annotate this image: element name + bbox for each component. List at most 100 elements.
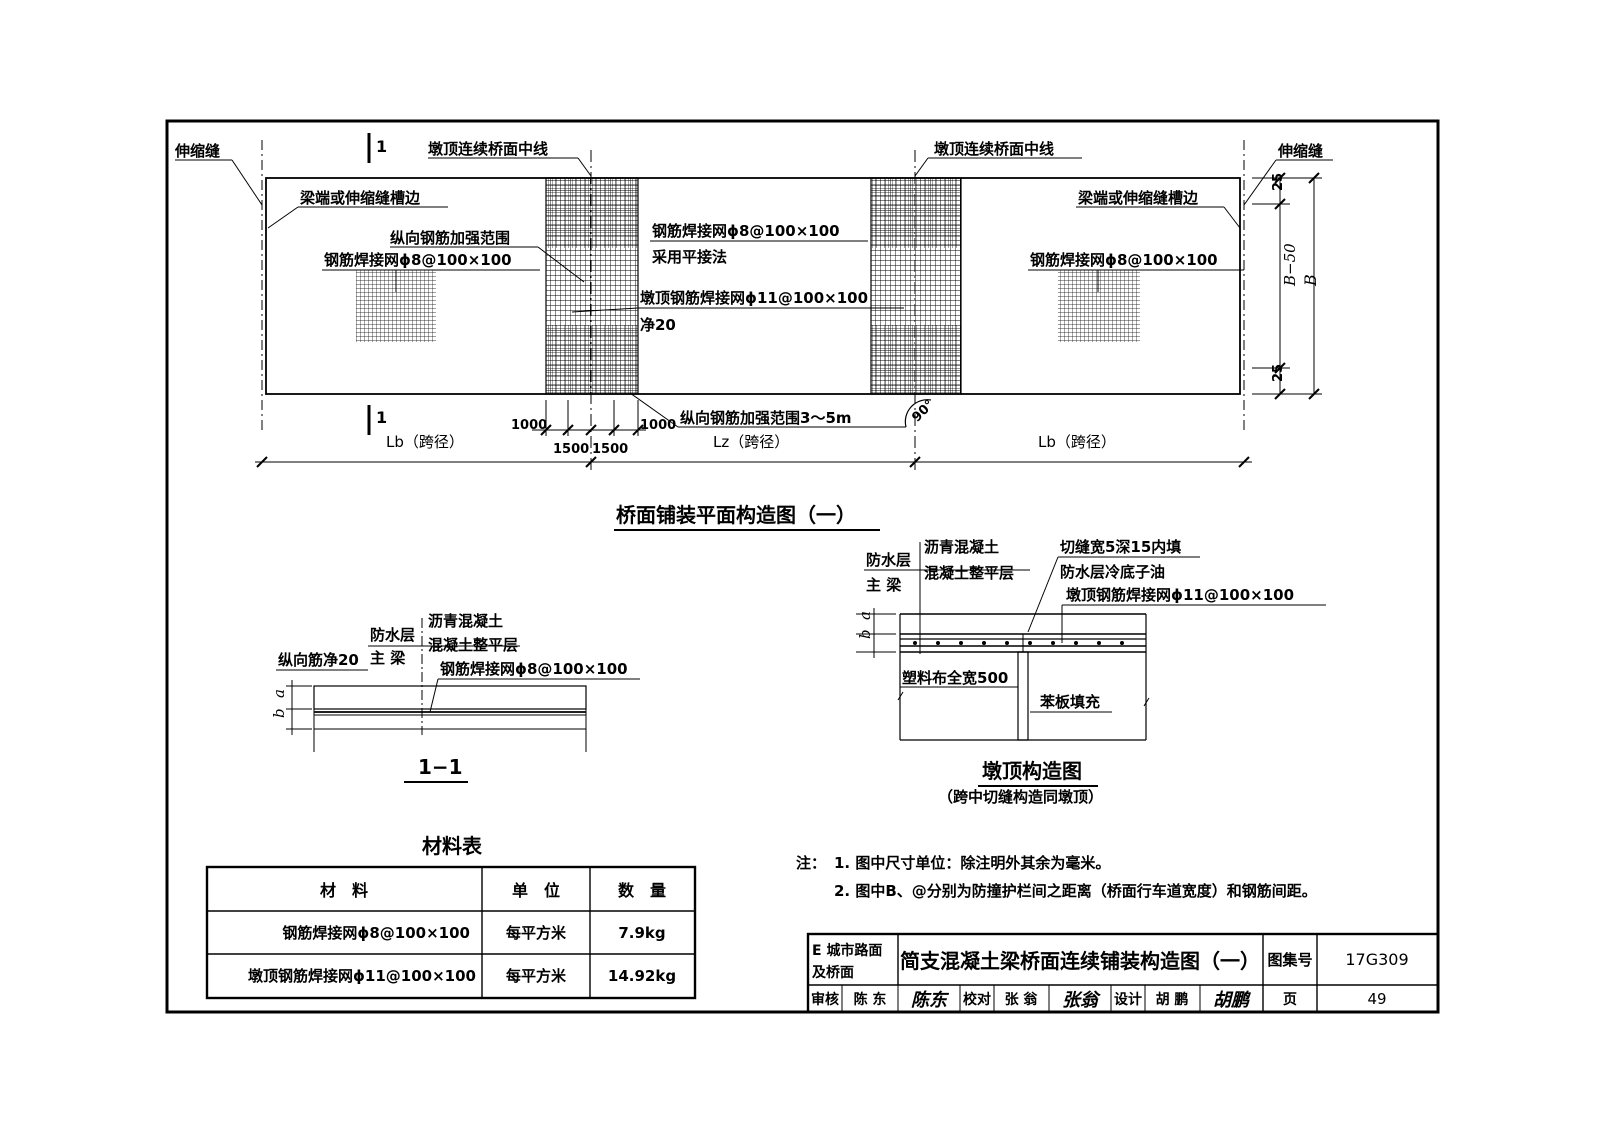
section-mark-top: 1 [376, 137, 387, 156]
dim-1000-left: 1000 [511, 418, 547, 433]
page-number: 49 [1367, 990, 1386, 1008]
section-dim-b: b [270, 708, 288, 718]
section-leveling-label: 混凝土整平层 [428, 636, 518, 654]
material-row-2-qty: 14.92kg [608, 967, 676, 985]
section-long-rebar-label: 纵向筋净20 [278, 651, 359, 669]
angle-arc [904, 399, 932, 428]
material-header-name: 材 料 [320, 881, 368, 900]
atlas-number: 17G309 [1345, 950, 1408, 969]
section-waterproof-label: 防水层 [370, 626, 415, 644]
pier-mesh-11-label: 墩顶钢筋焊接网ϕ11@100×100 [640, 289, 868, 307]
design-label: 设计 [1114, 991, 1142, 1008]
section-mark-bottom: 1 [376, 408, 387, 427]
pier-dim-a: a [856, 611, 874, 620]
mesh-sample-right [1058, 270, 1140, 342]
section-1-1: a b 沥青混凝土 防水层 混凝土整平层 主 梁 纵向筋净20 钢筋焊接网ϕ8@… [270, 612, 640, 783]
pier-detail-subtitle: （跨中切缝构造同墩顶） [938, 788, 1103, 806]
designer-name: 胡 鹏 [1156, 991, 1189, 1008]
pier-zone-right-outline [870, 177, 962, 395]
pier-mesh-11-label: 墩顶钢筋焊接网ϕ11@100×100 [1066, 586, 1294, 604]
section-title: 1−1 [418, 755, 463, 779]
pier-centerline-label-left: 墩顶连续桥面中线 [428, 140, 548, 158]
dim-1500-b: 1500 [592, 442, 628, 457]
designer-signature: 胡鹏 [1213, 990, 1251, 1011]
atlas-label: 图集号 [1267, 951, 1312, 969]
reviewer-signature: 陈东 [911, 990, 950, 1011]
checker-signature: 张翁 [1062, 990, 1101, 1011]
pier-detail: a b 防水层 主 梁 沥青混凝土 混凝土整平层 切缝宽5深15内填 防水层冷底… [856, 538, 1326, 806]
section-dim-a: a [270, 689, 288, 698]
dim-25-bottom: 25 [1271, 364, 1286, 382]
pier-dim-b: b [856, 629, 874, 639]
clear-20-label: 净20 [640, 316, 676, 334]
section-mesh-8-label: 钢筋焊接网ϕ8@100×100 [440, 660, 628, 678]
span-left-label: Lb（跨径） [386, 433, 464, 451]
beam-layer [313, 714, 587, 730]
drawing-title: 简支混凝土梁桥面连续铺装构造图（一） [900, 949, 1260, 973]
notes-label: 注： [796, 854, 826, 872]
angle-90-label: 90° [909, 397, 937, 425]
pier-board-fill-label: 苯板填充 [1039, 693, 1100, 711]
review-label: 审核 [811, 991, 839, 1008]
pier-mesh-left-top [546, 178, 638, 248]
pier-asphalt-label: 沥青混凝土 [924, 538, 999, 556]
checker-name: 张 翁 [1005, 991, 1039, 1008]
pier-waterproof-oil-label: 防水层冷底子油 [1060, 563, 1165, 581]
pier-main-beam-label: 主 梁 [866, 576, 902, 594]
mesh-8-label-mid: 钢筋焊接网ϕ8@100×100 [652, 222, 840, 240]
notes: 注： 1. 图中尺寸单位：除注明外其余为毫米。 2. 图中B、@分别为防撞护栏间… [796, 854, 1317, 900]
lap-method-label: 采用平接法 [651, 248, 727, 266]
dim-b: B [1301, 274, 1320, 287]
pier-centerline-label-right: 墩顶连续桥面中线 [934, 140, 1054, 158]
reviewer-name: 陈 东 [854, 991, 887, 1008]
material-header-unit: 单 位 [512, 881, 560, 900]
material-row-1-unit: 每平方米 [506, 924, 567, 942]
category-line-2: 及桥面 [812, 964, 854, 981]
beam-end-label-left: 梁端或伸缩缝槽边 [299, 189, 421, 207]
mesh-8-label-right: 钢筋焊接网ϕ8@100×100 [1030, 251, 1218, 269]
deck-outline [265, 177, 1241, 395]
mesh-8-label-left: 钢筋焊接网ϕ8@100×100 [324, 251, 512, 269]
check-label: 校对 [963, 991, 991, 1008]
material-row-1-qty: 7.9kg [618, 924, 665, 942]
note-1: 1. 图中尺寸单位：除注明外其余为毫米。 [834, 854, 1110, 872]
pier-zone-left-outline [545, 177, 639, 395]
pier-leveling-label: 混凝土整平层 [924, 564, 1014, 582]
page-label: 页 [1283, 992, 1297, 1008]
span-mid-label: Lz（跨径） [713, 433, 789, 451]
sheet-frame [165, 119, 1440, 1014]
long-rebar-range-length-label: 纵向钢筋加强范围3～5m [680, 409, 852, 427]
pier-detail-title: 墩顶构造图 [982, 759, 1082, 783]
material-table: 材料表 材 料 单 位 数 量 钢筋焊接网ϕ8@100×100 每平方米 7.9… [205, 834, 697, 1000]
material-row-2-name: 墩顶钢筋焊接网ϕ11@100×100 [248, 967, 476, 985]
pier-waterproof-label: 防水层 [866, 551, 911, 569]
beam-end-label-right: 梁端或伸缩缝槽边 [1077, 189, 1199, 207]
dim-1500-a: 1500 [553, 442, 589, 457]
dim-1000-right: 1000 [640, 418, 676, 433]
section-main-beam-label: 主 梁 [370, 649, 406, 667]
long-rebar-range-label: 纵向钢筋加强范围 [390, 229, 510, 247]
category-line-1: E 城市路面 [812, 942, 882, 959]
pier-mesh-left-bottom [546, 325, 638, 394]
expansion-joint-label-left: 伸缩缝 [174, 142, 220, 160]
material-table-title: 材料表 [422, 834, 483, 858]
material-header-qty: 数 量 [618, 881, 666, 900]
foam-board [1017, 651, 1029, 741]
asphalt-layer [313, 685, 587, 710]
pier-mesh-right-bottom [871, 325, 961, 394]
span-right-label: Lb（跨径） [1038, 433, 1116, 451]
pier-mesh-right-top [871, 178, 961, 248]
material-row-1-name: 钢筋焊接网ϕ8@100×100 [282, 924, 470, 942]
section-asphalt-label: 沥青混凝土 [428, 612, 503, 630]
expansion-joint-label-right: 伸缩缝 [1277, 142, 1323, 160]
note-2: 2. 图中B、@分别为防撞护栏间之距离（桥面行车道宽度）和钢筋间距。 [834, 882, 1317, 900]
material-row-2-unit: 每平方米 [506, 967, 567, 985]
pier-cut-joint-label: 切缝宽5深15内填 [1060, 538, 1181, 556]
title-block: E 城市路面 及桥面 简支混凝土梁桥面连续铺装构造图（一） 图集号 17G309… [806, 932, 1440, 1014]
plan-view: 1 1 伸缩缝 伸缩缝 墩顶连续桥面中线 墩顶连续桥面中线 梁端或伸缩缝槽边 梁… [174, 133, 1333, 531]
pier-plastic-cloth-label: 塑料布全宽500 [902, 669, 1008, 687]
dim-25-top: 25 [1271, 173, 1286, 191]
dim-b-minus-50: B−50 [1281, 243, 1299, 287]
plan-title: 桥面铺装平面构造图（一） [616, 503, 856, 527]
